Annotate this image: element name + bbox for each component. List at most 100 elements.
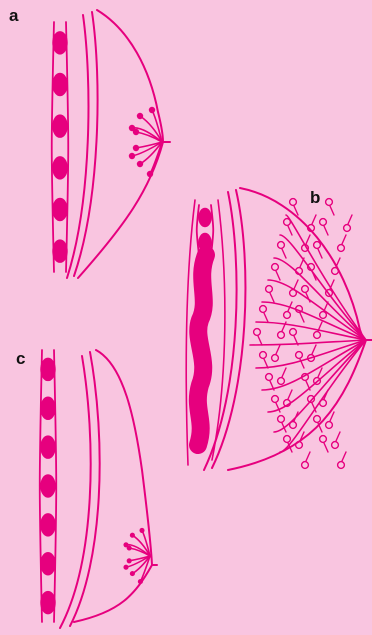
muscle-right-border: [212, 200, 225, 460]
muscle-node: [41, 475, 55, 497]
duct-branch: [336, 258, 340, 267]
main-duct: [286, 215, 366, 340]
muscle-node: [41, 553, 55, 575]
tube-right-line: [66, 22, 68, 272]
duct-branch: [264, 313, 268, 322]
duct-branch: [300, 258, 304, 267]
muscle-node: [53, 74, 67, 96]
muscle-node: [41, 436, 55, 458]
lobule-acinus: [278, 378, 285, 385]
lobule-acinus: [326, 199, 333, 206]
skin-line-inner: [60, 356, 91, 628]
lobule-acinus: [138, 579, 143, 584]
muscle-node: [53, 32, 67, 54]
lobule-acinus: [290, 290, 297, 297]
muscle-node: [53, 115, 67, 137]
panel-label-b: b: [310, 188, 320, 208]
main-duct: [280, 235, 366, 340]
duct-branch: [318, 368, 322, 377]
lobule-acinus: [130, 571, 135, 576]
duct-branch: [318, 249, 322, 258]
lobule-acinus: [332, 268, 339, 275]
lobule-acinus: [123, 542, 128, 547]
duct-branch: [348, 215, 352, 224]
duct-branch: [276, 271, 280, 280]
lobule-acinus: [320, 219, 327, 226]
muscle-node: [41, 514, 55, 536]
duct-branch: [330, 206, 334, 215]
lobule-acinus: [314, 332, 321, 339]
duct-branch: [324, 443, 328, 452]
lobule-acinus: [127, 558, 132, 563]
lobule-acinus: [284, 436, 291, 443]
duct-branch: [306, 452, 310, 461]
lobule-acinus: [332, 442, 339, 449]
duct-branch: [342, 235, 346, 244]
duct-branch: [330, 412, 334, 421]
lobule-acinus: [137, 161, 143, 167]
lobule-acinus: [302, 286, 309, 293]
duct-branch: [288, 226, 292, 235]
muscle-node: [53, 199, 67, 221]
duct-branch: [282, 368, 286, 377]
duct-branch: [150, 142, 162, 174]
duct-branch: [324, 226, 328, 235]
lobule-acinus: [338, 462, 345, 469]
lobule-acinus: [278, 332, 285, 339]
lobule-acinus: [302, 462, 309, 469]
muscle-node: [53, 240, 67, 262]
lobule-acinus: [260, 352, 267, 359]
tube-left-line: [52, 22, 54, 272]
lobule-acinus: [326, 422, 333, 429]
muscle-node: [53, 157, 67, 179]
lobule-acinus: [129, 125, 135, 131]
lobule-acinus: [147, 171, 153, 177]
panel-label-a: a: [9, 6, 18, 26]
lobule-acinus: [137, 113, 143, 119]
lobule-acinus: [278, 242, 285, 249]
lobule-acinus: [278, 416, 285, 423]
lobule-acinus: [260, 306, 267, 313]
skin-line-outer: [70, 352, 100, 626]
panel-label-c: c: [16, 349, 25, 369]
lobule-acinus: [123, 565, 128, 570]
lobule-acinus: [254, 329, 261, 336]
lobule-acinus: [272, 396, 279, 403]
duct-branch: [282, 249, 286, 258]
lobule-acinus: [344, 225, 351, 232]
lobule-acinus: [149, 107, 155, 113]
muscle-node: [199, 209, 211, 227]
lobule-acinus: [133, 145, 139, 151]
lobule-acinus: [266, 374, 273, 381]
duct-branch: [330, 280, 334, 289]
duct-branch: [312, 345, 316, 354]
duct-branch: [300, 313, 304, 322]
lobule-acinus: [320, 312, 327, 319]
lobule-acinus: [139, 528, 144, 533]
tube-left-line: [197, 205, 199, 255]
lobule-acinus: [320, 436, 327, 443]
duct-branch: [288, 390, 292, 399]
panel-c-illustration: [40, 350, 157, 628]
muscle-thick: [198, 255, 206, 445]
lobule-acinus: [130, 533, 135, 538]
breast-contour: [78, 10, 163, 278]
duct-branch: [258, 336, 262, 345]
lobule-acinus: [290, 199, 297, 206]
duct-branch: [306, 235, 310, 244]
duct-branch: [312, 215, 316, 224]
lobule-acinus: [338, 245, 345, 252]
panel-b-illustration: [186, 188, 372, 470]
muscle-node: [41, 358, 55, 380]
lobule-acinus: [314, 242, 321, 249]
duct-branch: [324, 302, 328, 311]
lobule-acinus: [272, 264, 279, 271]
lobule-acinus: [284, 219, 291, 226]
lobule-acinus: [296, 352, 303, 359]
muscle-node: [41, 397, 55, 419]
lobule-acinus: [272, 355, 279, 362]
lobule-acinus: [266, 286, 273, 293]
duct-branch: [342, 452, 346, 461]
